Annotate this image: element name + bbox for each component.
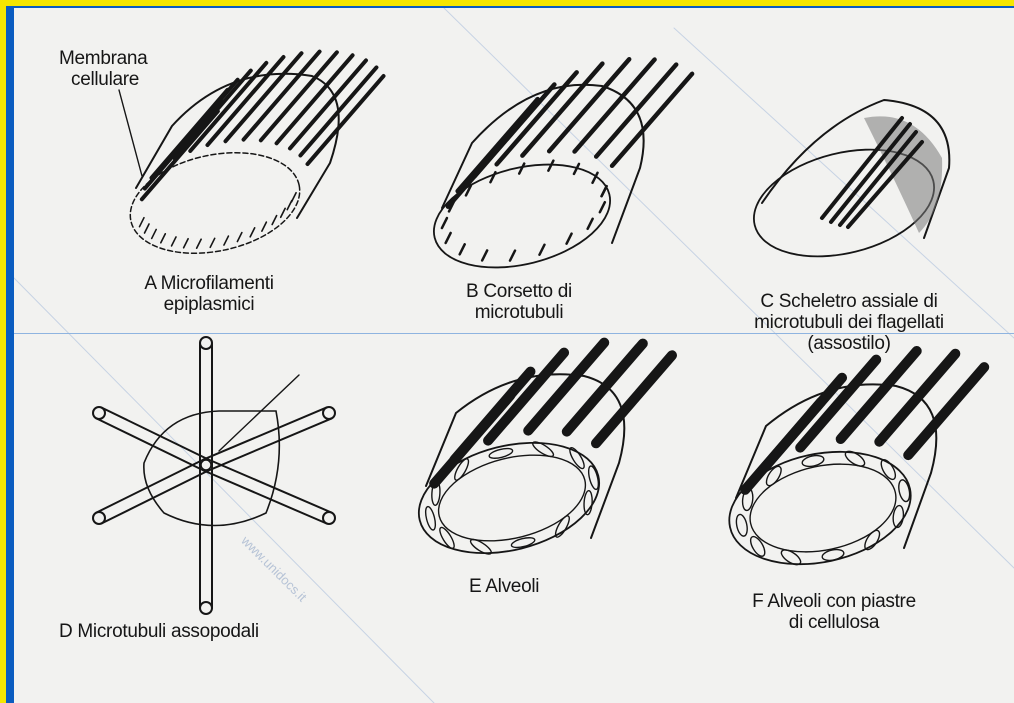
label-membrane-line1: Membrana [59, 48, 147, 69]
figure-panel: Membrana cellulare A Microfilamenti epip… [14, 8, 1014, 703]
cell-b-microtubule-corset [423, 59, 692, 284]
label-e: E Alveoli [469, 576, 539, 597]
label-a: A Microfilamenti epiplasmici [119, 273, 299, 315]
label-b: B Corsetto di microtubuli [439, 281, 599, 323]
label-b-line1: B Corsetto di [439, 281, 599, 302]
label-c-line1: C Scheletro assiale di [714, 291, 984, 312]
frame-left-border [0, 0, 6, 703]
label-d-text: D Microtubuli assopodali [59, 621, 259, 642]
frame-top-border [0, 0, 1014, 6]
label-c: C Scheletro assiale di microtubuli dei f… [714, 291, 984, 354]
label-a-line1: A Microfilamenti [119, 273, 299, 294]
label-a-line2: epiplasmici [119, 294, 299, 315]
label-f-line2: di cellulosa [719, 612, 949, 633]
label-f: F Alveoli con piastre di cellulosa [719, 591, 949, 633]
cell-f-alveoli-plates [719, 351, 984, 580]
cell-c-axostyle [743, 100, 950, 274]
label-membrane-line2: cellulare [59, 69, 147, 90]
label-c-line2: microtubuli dei flagellati [714, 312, 984, 333]
cell-d-axopodia [93, 337, 335, 614]
label-f-line1: F Alveoli con piastre [719, 591, 949, 612]
label-c-line3: (assostilo) [714, 333, 984, 354]
label-e-text: E Alveoli [469, 576, 539, 597]
label-d: D Microtubuli assopodali [59, 621, 259, 642]
cell-e-alveoli [407, 343, 672, 571]
cell-a-microfilaments [119, 52, 384, 268]
label-membrane: Membrana cellulare [59, 48, 147, 90]
label-b-line2: microtubuli [439, 302, 599, 323]
